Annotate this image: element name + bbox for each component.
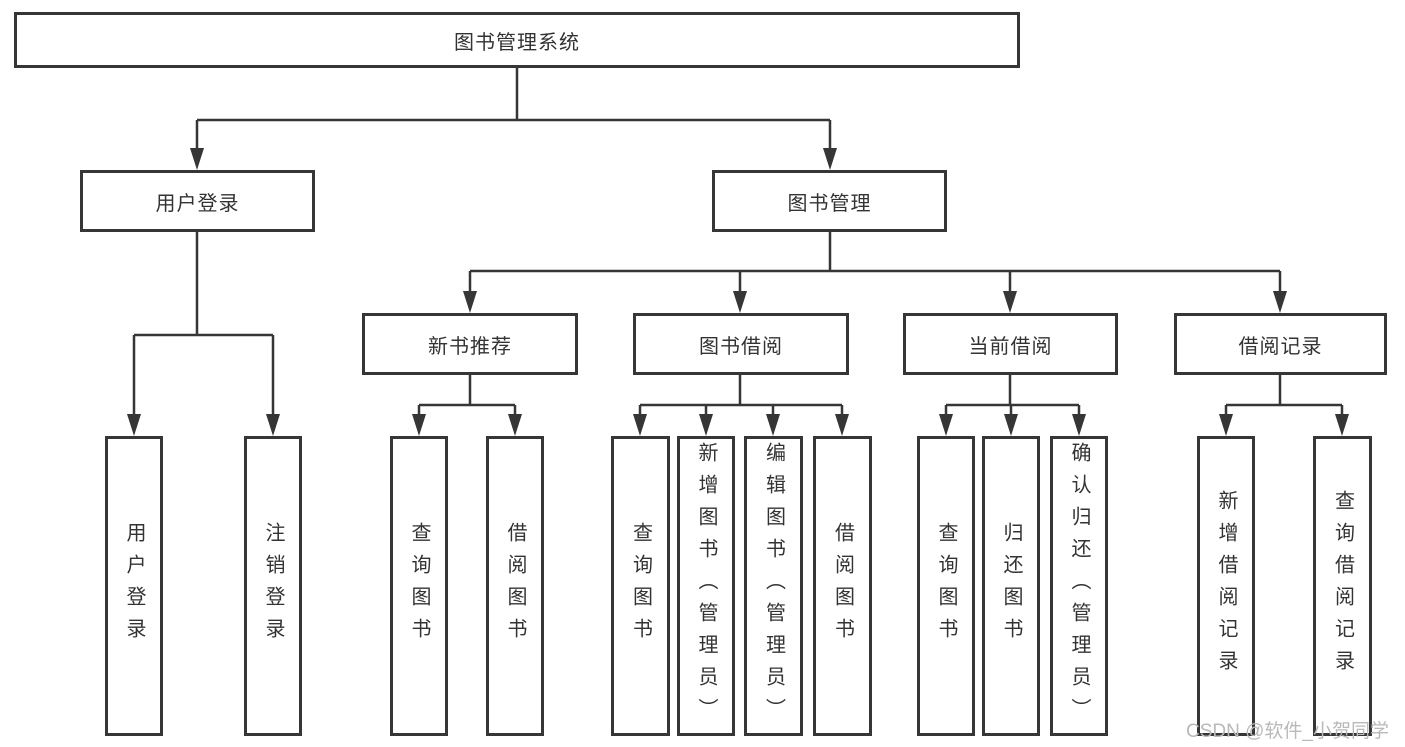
- arrow-down-icon: [1003, 291, 1017, 313]
- arrow-down-icon: [823, 148, 837, 170]
- arrow-down-icon: [463, 291, 477, 313]
- leaf-borrow-books-recommend: 借阅图书: [486, 436, 544, 736]
- arrow-down-icon: [835, 414, 849, 436]
- leaf-query-books-recommend: 查询图书: [390, 436, 448, 736]
- arrow-down-icon: [412, 414, 426, 436]
- node-current-borrowing: 当前借阅: [903, 313, 1118, 375]
- arrow-down-icon: [1004, 414, 1018, 436]
- leaf-return-books: 归还图书: [982, 436, 1040, 736]
- node-book-management: 图书管理: [712, 170, 947, 232]
- arrow-down-icon: [190, 148, 204, 170]
- leaf-add-books-admin: 新增图书（管理员）: [677, 436, 735, 736]
- node-book-borrowing: 图书借阅: [633, 313, 849, 375]
- arrow-down-icon: [1072, 414, 1086, 436]
- leaf-edit-books-admin: 编辑图书（管理员）: [744, 436, 803, 736]
- leaf-confirm-return-admin: 确认归还（管理员）: [1050, 436, 1108, 736]
- leaf-logout: 注销登录: [244, 436, 302, 736]
- arrow-down-icon: [1335, 414, 1349, 436]
- leaf-query-borrow-record: 查询借阅记录: [1313, 436, 1372, 736]
- leaf-query-books-current: 查询图书: [917, 436, 975, 736]
- node-borrowing-records: 借阅记录: [1174, 313, 1387, 375]
- leaf-borrow-books: 借阅图书: [813, 436, 872, 736]
- arrow-down-icon: [1219, 414, 1233, 436]
- arrow-down-icon: [1273, 291, 1287, 313]
- tree-edges: [132, 68, 1344, 416]
- arrow-down-icon: [508, 414, 522, 436]
- node-new-book-recommendation: 新书推荐: [362, 313, 578, 375]
- arrow-down-icons: [127, 148, 1349, 436]
- arrow-down-icon: [127, 414, 141, 436]
- arrow-down-icon: [266, 414, 280, 436]
- node-user-login: 用户登录: [80, 170, 315, 232]
- leaf-query-books-borrowing: 查询图书: [611, 436, 670, 736]
- leaf-user-login: 用户登录: [105, 436, 163, 736]
- arrow-down-icon: [939, 414, 953, 436]
- node-library-management-system: 图书管理系统: [14, 12, 1020, 68]
- csdn-watermark: CSDN @软件_小贺同学: [1186, 721, 1389, 742]
- arrow-down-icon: [633, 414, 647, 436]
- leaf-add-borrow-record: 新增借阅记录: [1197, 436, 1255, 736]
- arrow-down-icon: [699, 414, 713, 436]
- arrow-down-icon: [766, 414, 780, 436]
- arrow-down-icon: [733, 291, 747, 313]
